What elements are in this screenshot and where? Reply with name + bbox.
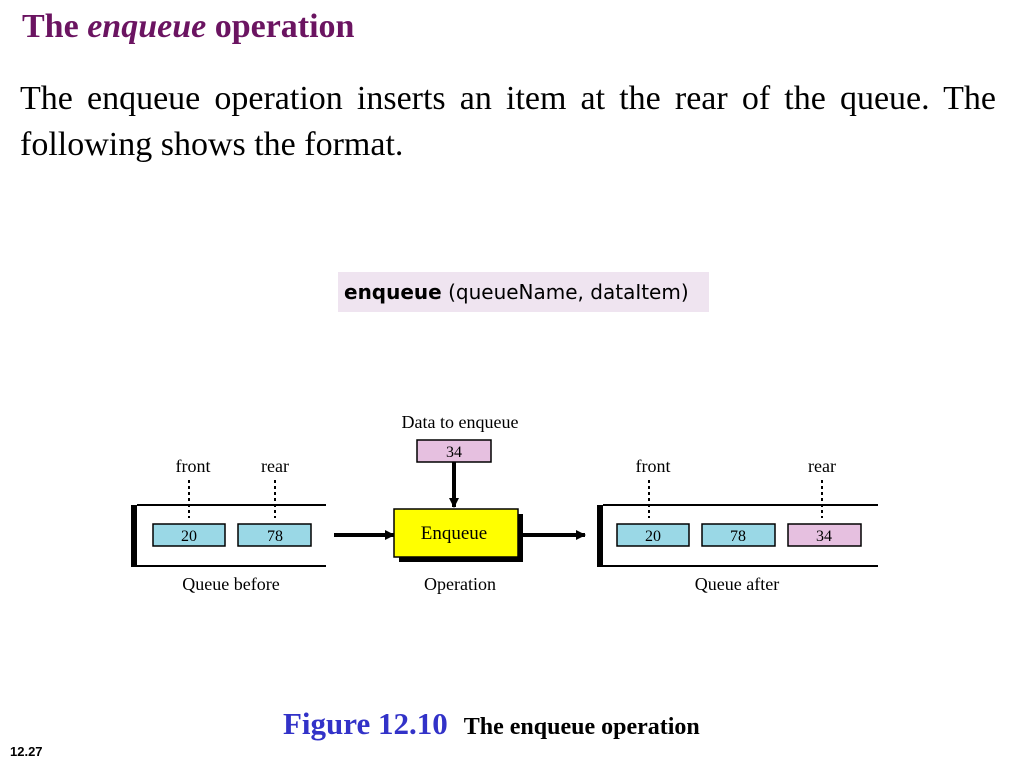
before-rear-label: rear xyxy=(261,456,289,476)
title-emphasis: enqueue xyxy=(87,8,207,45)
after-rear-label: rear xyxy=(808,456,836,476)
figure-number: Figure 12.10 xyxy=(283,706,448,741)
queue-before-caption: Queue before xyxy=(182,574,279,594)
before-queue-back-wall xyxy=(131,505,137,567)
figure-title: The enqueue operation xyxy=(463,714,700,740)
data-item-value: 34 xyxy=(446,444,462,461)
format-args: (queueName, dataItem) xyxy=(448,280,689,304)
after-new-item-value: 34 xyxy=(816,528,832,545)
page-number: 12.27 xyxy=(10,744,43,759)
after-item-value: 20 xyxy=(645,528,661,545)
before-item-box xyxy=(237,523,312,547)
before-item-value: 78 xyxy=(267,528,283,545)
format-box: enqueue (queueName, dataItem) xyxy=(338,272,709,312)
figure-caption: Figure 12.10 The enqueue operation xyxy=(283,706,700,742)
after-item-box xyxy=(616,523,690,547)
data-to-enqueue-label: Data to enqueue xyxy=(402,412,519,432)
title-suffix: operation xyxy=(214,8,355,45)
operation-label: Enqueue xyxy=(421,523,487,544)
queue-after-caption: Queue after xyxy=(695,574,779,594)
slide-title: The enqueue operation xyxy=(22,8,354,46)
body-paragraph: The enqueue operation inserts an item at… xyxy=(20,80,996,163)
format-keyword: enqueue xyxy=(344,280,442,304)
after-front-label: front xyxy=(636,456,671,476)
after-queue-back-wall xyxy=(597,505,603,567)
operation-box xyxy=(393,508,519,558)
before-item-value: 20 xyxy=(181,528,197,545)
before-item-box xyxy=(152,523,226,547)
after-item-value: 78 xyxy=(730,528,746,545)
before-front-label: front xyxy=(176,456,211,476)
after-new-item-box xyxy=(787,523,862,547)
after-item-box xyxy=(701,523,776,547)
operation-caption: Operation xyxy=(424,574,496,594)
title-prefix: The xyxy=(22,8,79,45)
